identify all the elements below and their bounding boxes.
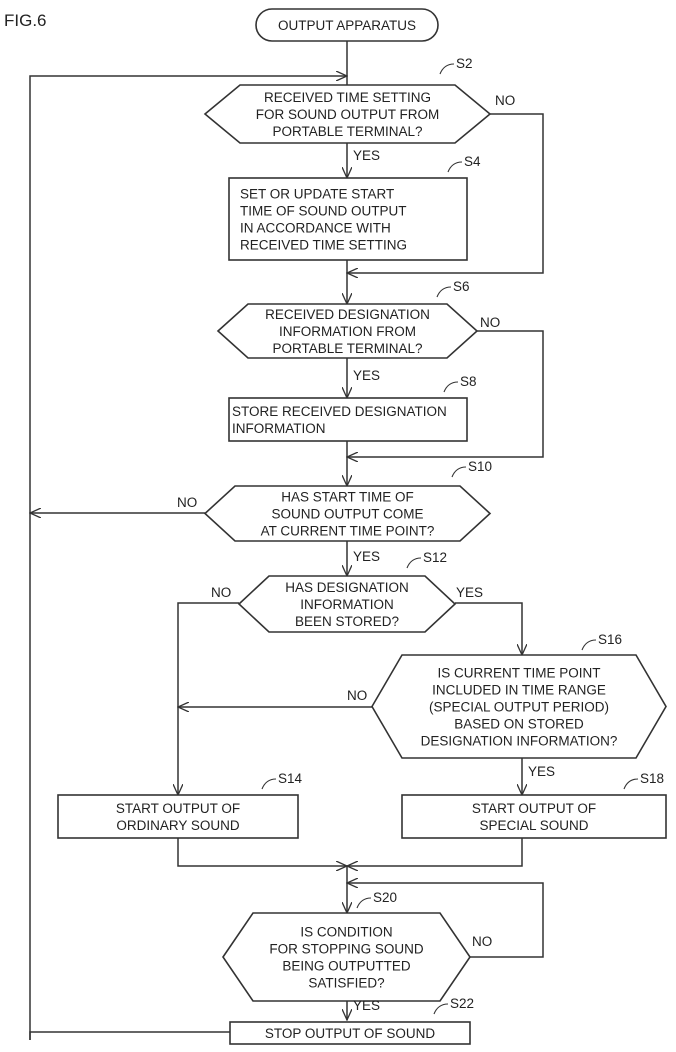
label-s16-yes: YES: [528, 764, 555, 779]
label-s6-no: NO: [480, 315, 500, 330]
decision-shape: [237, 575, 457, 633]
label-s10-yes: YES: [353, 549, 380, 564]
step-leader: [623, 778, 639, 790]
step-id-s12: S12: [423, 550, 447, 565]
label-s20-no: NO: [472, 934, 492, 949]
label-s12-no: NO: [211, 585, 231, 600]
flow-s12-yes: [455, 602, 522, 655]
flow-s20-no: [347, 883, 544, 958]
decision-shape: [216, 303, 479, 359]
flow-s2-no: [347, 113, 544, 273]
step-leader: [439, 63, 455, 75]
step-id-s18: S18: [640, 771, 664, 786]
step-leader: [436, 286, 452, 298]
step-id-s20: S20: [373, 890, 397, 905]
figure-label: FIG.6: [4, 11, 47, 30]
step-id-s22: S22: [450, 996, 474, 1011]
process-box: [229, 1021, 471, 1045]
process-text: STOP OUTPUT OF SOUND: [265, 1026, 436, 1041]
label-s2-no: NO: [495, 93, 515, 108]
process-s22: STOP OUTPUT OF SOUND: [229, 1021, 471, 1045]
decision-shape: [203, 485, 492, 542]
label-s2-yes: YES: [353, 148, 380, 163]
step-id-s2: S2: [456, 56, 473, 71]
process-box: [401, 794, 667, 839]
decision-shape: [371, 654, 667, 759]
process-box: [228, 177, 468, 261]
loop-back-line: [29, 76, 347, 1040]
connectors: [29, 41, 544, 1040]
step-id-s10: S10: [468, 459, 492, 474]
step-id-s6: S6: [453, 279, 470, 294]
step-leader: [261, 778, 277, 790]
step-id-s14: S14: [278, 771, 303, 786]
step-leader: [433, 1003, 449, 1015]
label-s6-yes: YES: [353, 368, 380, 383]
step-leader: [406, 557, 422, 569]
label-s12-yes: YES: [456, 585, 483, 600]
label-s16-no: NO: [347, 688, 367, 703]
start-terminal: OUTPUT APPARATUS: [255, 8, 439, 42]
terminal-text: OUTPUT APPARATUS: [278, 18, 416, 33]
process-box: [228, 397, 468, 442]
step-leader: [447, 161, 463, 173]
step-leader: [443, 381, 459, 393]
step-leader: [356, 897, 372, 909]
flow-s12-no: [178, 602, 239, 795]
step-id-s4: S4: [464, 154, 481, 169]
step-leader: [451, 466, 467, 478]
flow-s22-loop: [29, 1031, 230, 1040]
flow-s14-merge: [177, 838, 347, 866]
step-id-s8: S8: [460, 374, 477, 389]
label-s20-yes: YES: [353, 998, 380, 1013]
step-leader: [581, 639, 597, 651]
decision-shape: [203, 84, 492, 144]
decision-shape: [222, 912, 471, 1002]
process-box: [57, 794, 299, 839]
step-id-s16: S16: [598, 632, 622, 647]
terminal-shape: [255, 8, 439, 42]
label-s10-no: NO: [177, 495, 197, 510]
flow-s18-merge: [347, 838, 523, 866]
flow-s6-no: [347, 330, 544, 457]
